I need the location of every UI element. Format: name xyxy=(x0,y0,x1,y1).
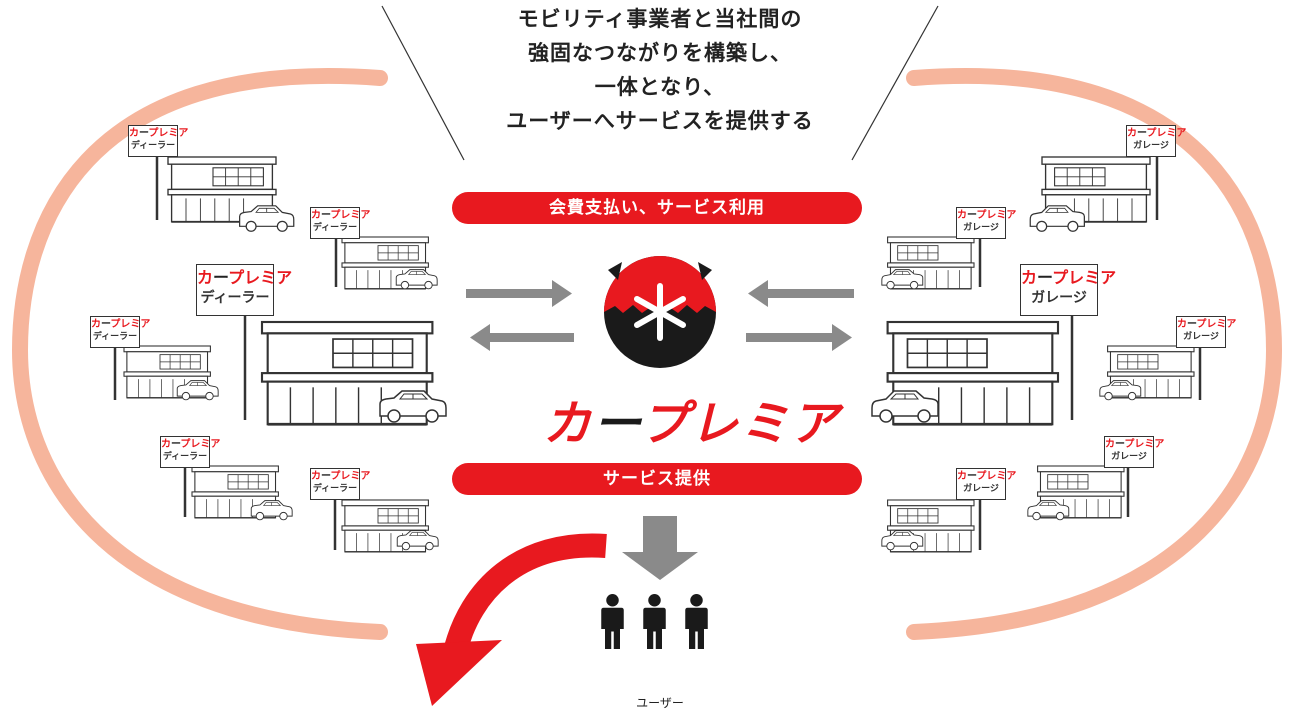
dealer-sign: カープレミアディーラー xyxy=(310,207,370,239)
garage-sign: カープレミアガレージ xyxy=(1176,316,1236,348)
brand-wordmark: カープレミア xyxy=(543,396,841,452)
right-arc xyxy=(906,68,1283,640)
garage-sign: カープレミアガレージ xyxy=(1126,125,1186,157)
dealer-sign: カープレミアディーラー xyxy=(90,316,150,348)
users-label: ユーザー xyxy=(636,696,684,710)
store-building-icon xyxy=(123,156,447,553)
dealer-sign: カープレミアディーラー xyxy=(310,468,370,500)
store-building-icon xyxy=(871,156,1195,553)
garage-sign-large: カープレミアガレージ xyxy=(1020,264,1116,316)
headline-line-4: ユーザーへサービスを提供する xyxy=(506,109,814,133)
service-flow-label: サービス提供 xyxy=(452,463,862,495)
headline-line-3: 一体となり、 xyxy=(594,75,726,99)
garage-sign: カープレミアガレージ xyxy=(956,207,1016,239)
garage-sign: カープレミアガレージ xyxy=(956,468,1016,500)
headline: モビリティ事業者と当社間の 強固なつながりを構築し、 一体となり、 ユーザーへサ… xyxy=(420,2,900,138)
membership-flow-label: 会費支払い、サービス利用 xyxy=(452,192,862,224)
dealer-sign-large: カープレミアディーラー xyxy=(196,264,292,316)
left-arc xyxy=(11,68,388,640)
headline-line-2: 強固なつながりを構築し、 xyxy=(528,41,792,65)
snowflake-emblem-icon xyxy=(604,256,716,368)
dealer-sign: カープレミアディーラー xyxy=(128,125,188,157)
headline-line-1: モビリティ事業者と当社間の xyxy=(517,7,803,31)
dealer-sign: カープレミアディーラー xyxy=(160,436,220,468)
garage-sign: カープレミアガレージ xyxy=(1104,436,1164,468)
person-icon xyxy=(601,594,708,649)
